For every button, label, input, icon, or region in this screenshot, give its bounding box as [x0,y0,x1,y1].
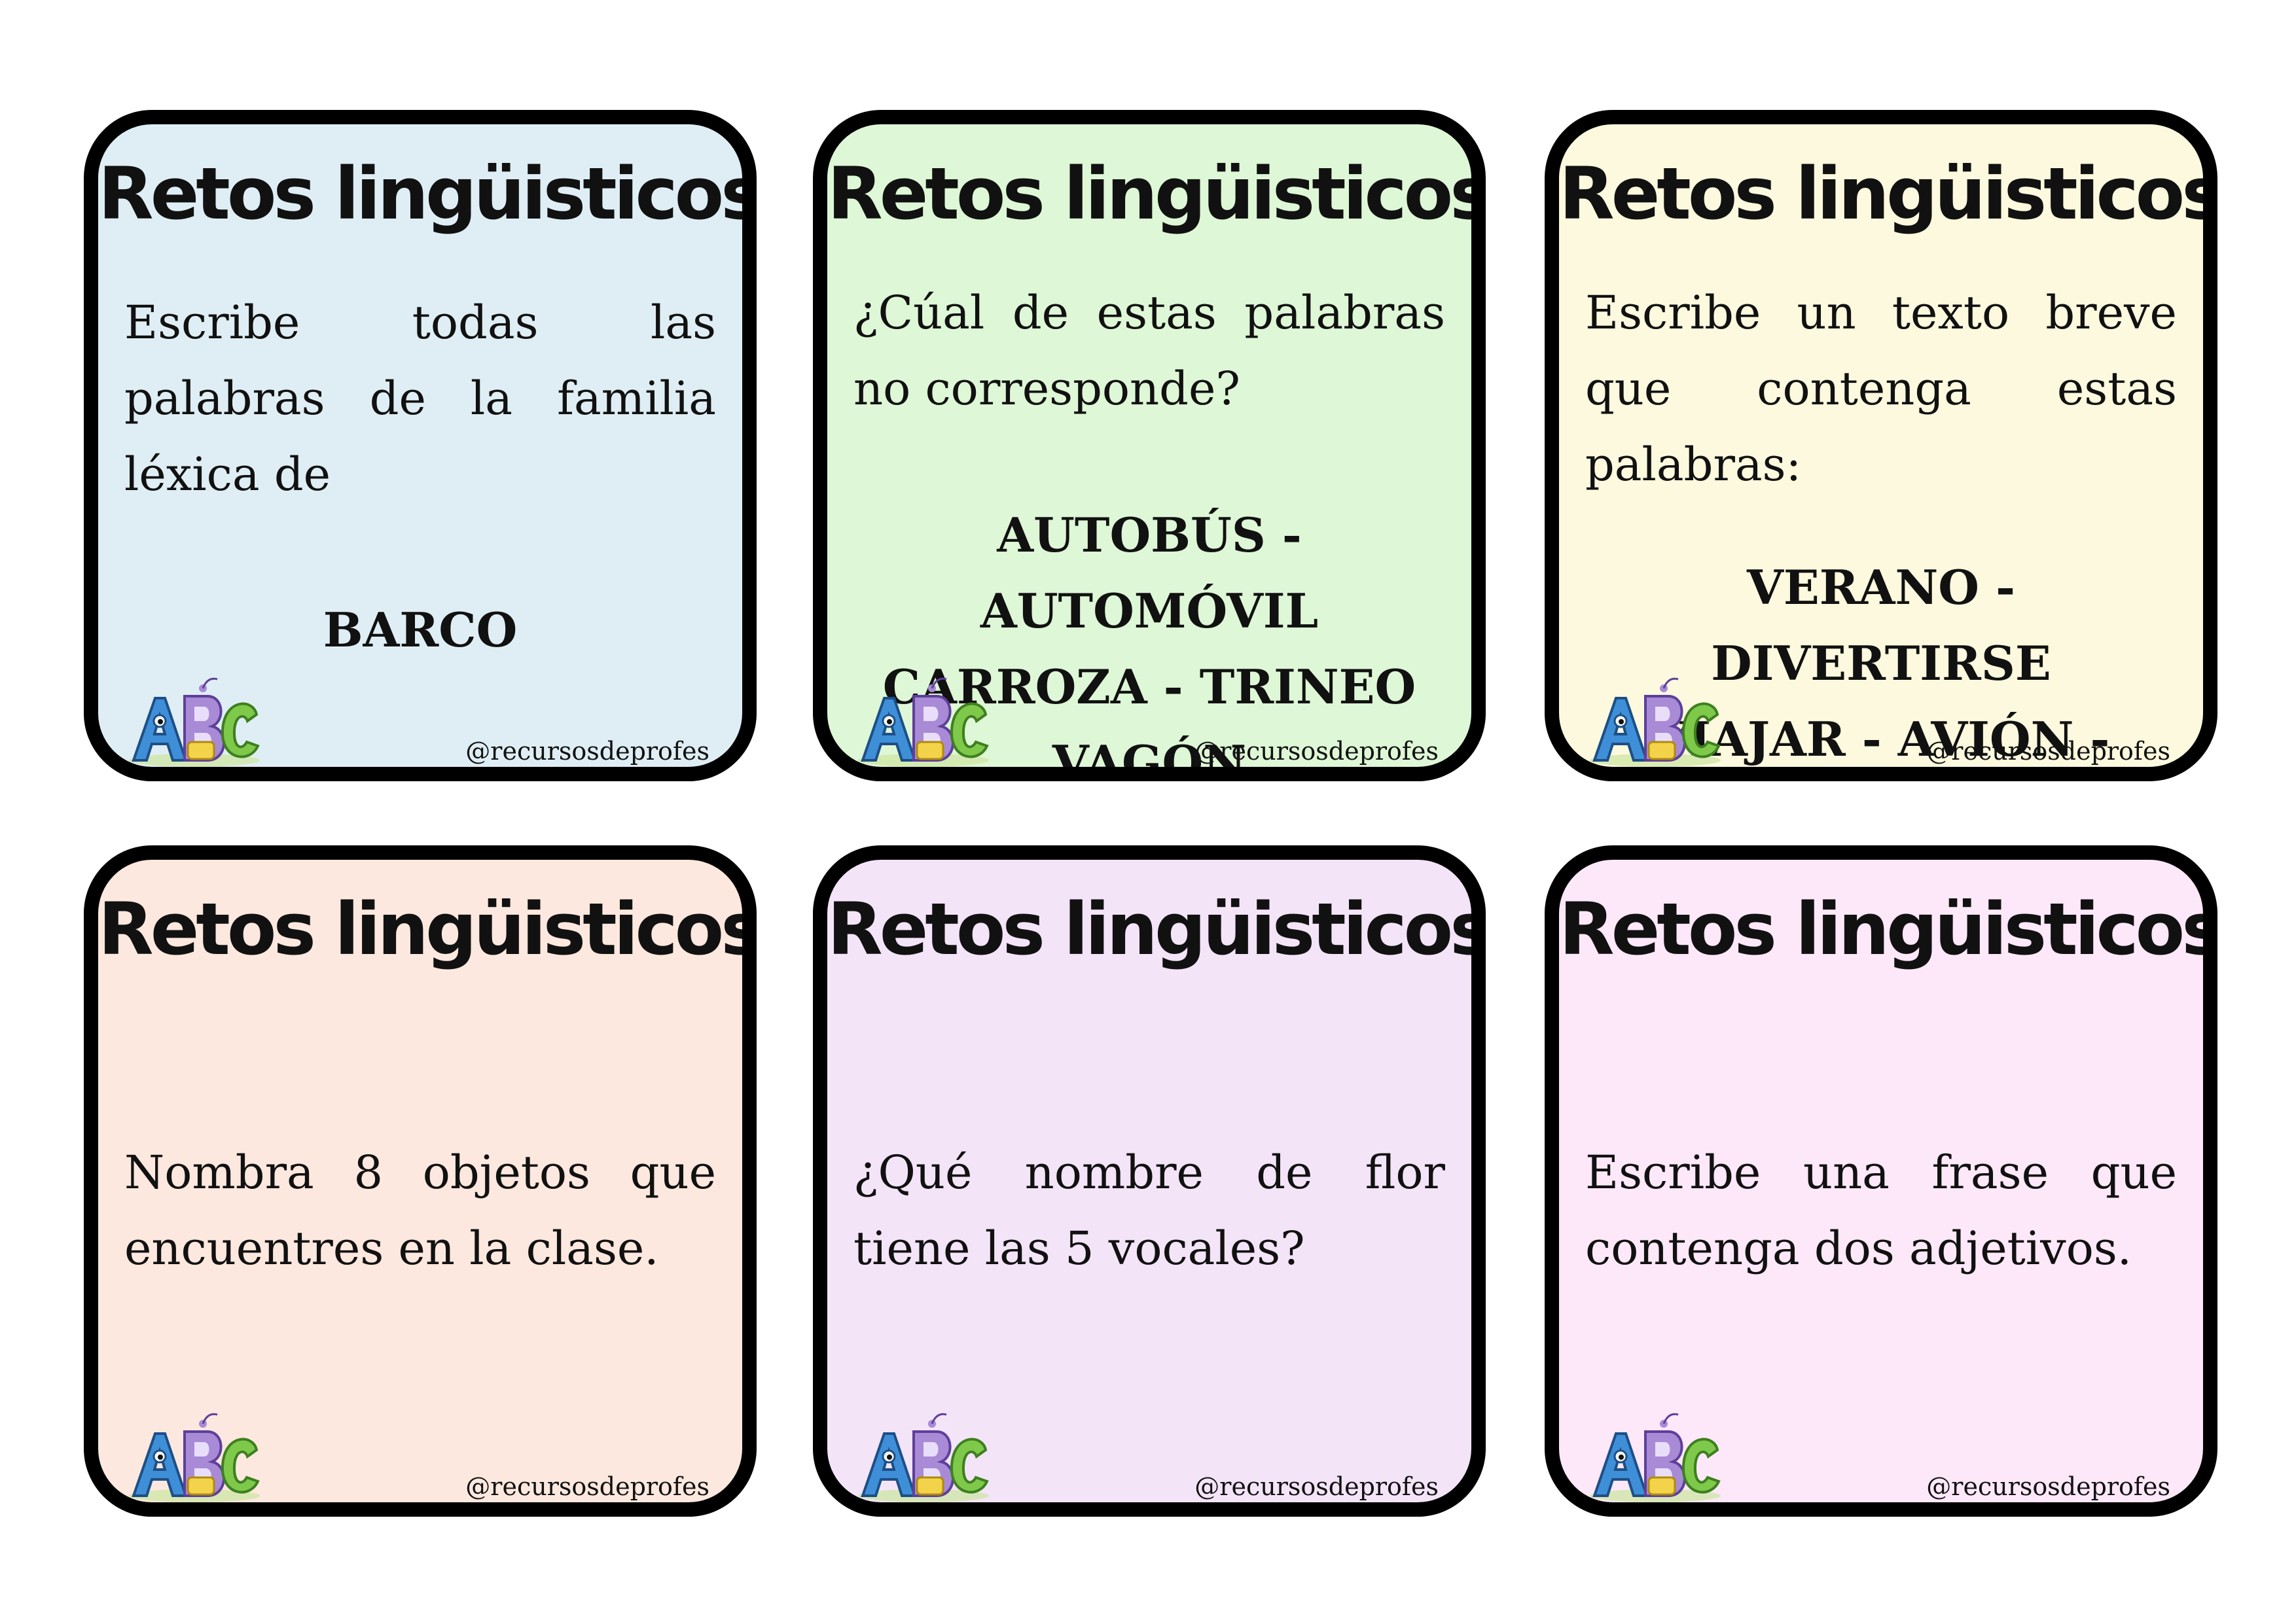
abc-letters-logo [129,677,260,767]
abc-letters-logo [1590,677,1721,767]
card-title: Retos lingüisticos [1559,887,2217,971]
card-title: Retos lingüisticos [1559,152,2217,236]
card-title: Retos lingüisticos [827,887,1486,971]
author-handle: @recursosdeprofes [465,737,709,766]
card-prompt: ¿Cúal de estas palabras no corresponde? [853,286,1445,415]
card-prompt: Escribe un texto breve que contenga esta… [1585,286,2177,491]
challenge-card: Retos lingüisticos Escribe todas las pal… [84,110,757,781]
author-handle: @recursosdeprofes [1194,737,1439,766]
challenge-card: Retos lingüisticos Escribe un texto brev… [1545,110,2217,781]
card-prompt: ¿Qué nombre de flor tiene las 5 vocales? [853,1146,1445,1275]
card-title: Retos lingüisticos [98,887,757,971]
card-prompt: Escribe todas las palabras de la familia… [124,296,716,501]
challenge-card: Retos lingüisticos Nombra 8 objetos que … [84,845,757,1517]
abc-letters-logo [858,1413,989,1502]
card-prompt: Escribe una frase que contenga dos adjet… [1585,1146,2177,1275]
card-word-list: VERANO - DIVERTIRSE VIAJAR - AVIÓN - LLU… [1652,559,2110,767]
card-title: Retos lingüisticos [98,152,757,236]
card-prompt: Nombra 8 objetos que encuentres en la cl… [124,1146,716,1275]
author-handle: @recursosdeprofes [1926,737,2170,766]
card-word-list: AUTOBÚS - AUTOMÓVIL CARROZA - TRINEO VAG… [882,507,1416,781]
abc-letters-logo [129,1413,260,1502]
author-handle: @recursosdeprofes [1926,1472,2170,1501]
card-title: Retos lingüisticos [827,152,1486,236]
card-word-list: BARCO [323,602,518,658]
author-handle: @recursosdeprofes [465,1472,709,1501]
author-handle: @recursosdeprofes [1194,1472,1439,1501]
challenge-card: Retos lingüisticos Escribe una frase que… [1545,845,2217,1517]
abc-letters-logo [1590,1413,1721,1502]
challenge-card: Retos lingüisticos ¿Qué nombre de flor t… [813,845,1486,1517]
challenge-card: Retos lingüisticos ¿Cúal de estas palabr… [813,110,1486,781]
abc-letters-logo [858,677,989,767]
